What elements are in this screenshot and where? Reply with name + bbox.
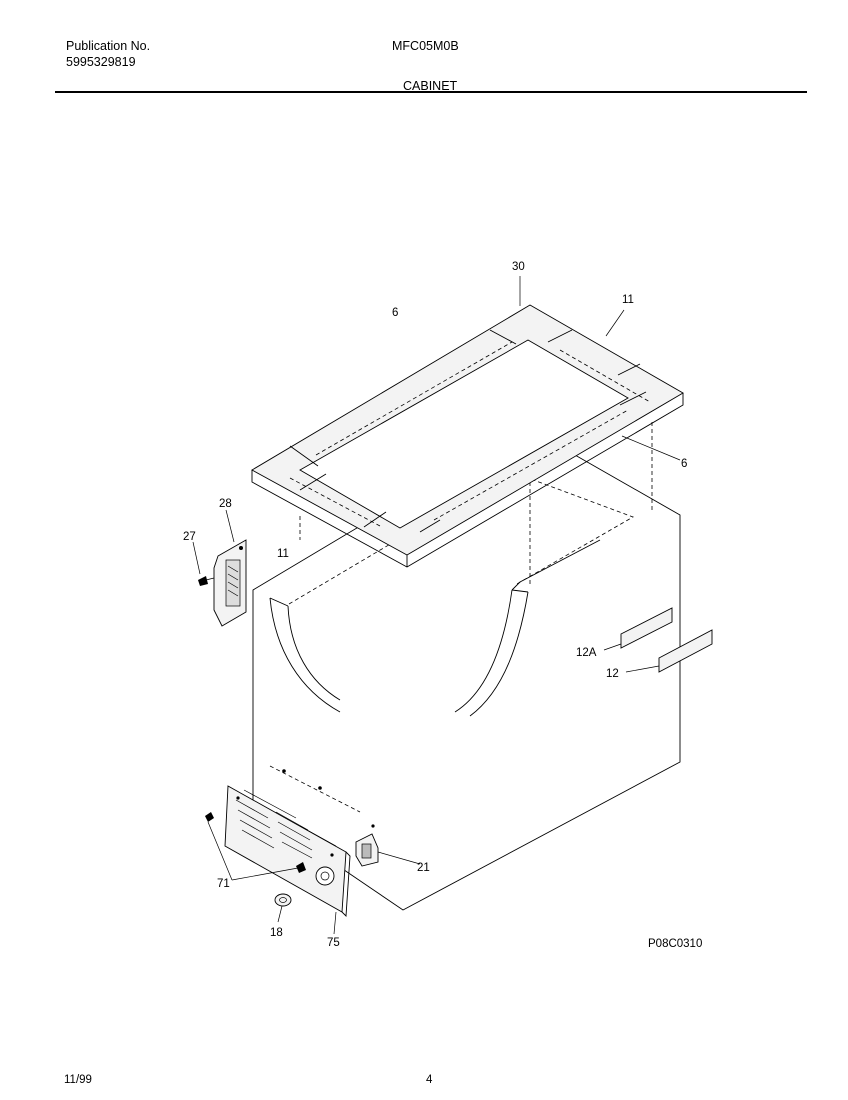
callout-12: 12 [606,668,619,680]
grille-screws [205,812,306,873]
callout-6-right: 6 [681,458,687,470]
callout-11-left: 11 [277,548,289,560]
label-12a [620,607,673,649]
plug [274,893,292,907]
callout-18: 18 [270,927,283,939]
page-number: 4 [426,1074,433,1086]
leader-lines [192,276,681,935]
section-title: CABINET [403,79,458,93]
callout-75: 75 [327,937,340,949]
header-rule [55,91,807,93]
hinge-screw [198,576,215,586]
footer-date: 11/99 [64,1074,92,1086]
hinge-bracket [213,539,247,627]
callout-30: 30 [512,261,525,273]
callout-21: 21 [417,862,430,874]
cabinet-body [252,422,681,911]
figure-code: P08C0310 [648,938,702,950]
callout-28: 28 [219,498,232,510]
callout-11-top: 11 [622,294,634,306]
cord-bracket [355,824,379,867]
callout-27: 27 [183,531,196,543]
callout-6-top: 6 [392,307,398,319]
label-12 [658,629,713,673]
publication-number: 5995329819 [66,55,136,69]
top-breaker-frame [251,304,684,568]
front-grille [224,785,351,918]
publication-label: Publication No. [66,39,151,53]
model-number: MFC05M0B [392,39,459,53]
callout-71: 71 [217,878,230,890]
callout-12a: 12A [576,647,597,659]
